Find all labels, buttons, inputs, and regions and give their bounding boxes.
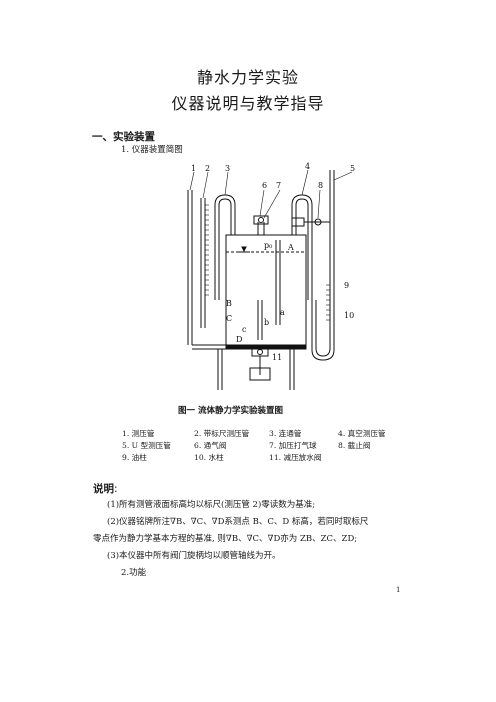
- label-B: B: [226, 299, 232, 308]
- apparatus-diagram: 1 2 3 4 5 6 7 8 9 10 11 A B C D a b c p₀: [187, 162, 355, 390]
- note-2-line-2: 零点作为静力学基本方程的基准, 则∇B、∇C、∇D亦为 ZB、ZC、ZD;: [93, 534, 358, 544]
- label-2: 2: [205, 164, 210, 173]
- label-9: 9: [344, 281, 349, 290]
- figure-caption: 图一 流体静力学实验装置图: [178, 406, 283, 416]
- legend-item-7: 7. 加压打气球: [269, 441, 317, 450]
- label-p0: p₀: [264, 241, 272, 250]
- label-6: 6: [262, 181, 267, 190]
- label-7: 7: [276, 181, 281, 190]
- label-c: c: [242, 325, 247, 334]
- legend-item-1: 1. 测压管: [122, 429, 155, 438]
- section-heading: 一、实验装置: [92, 131, 155, 143]
- legend-item-4: 4. 真空测压管: [338, 429, 386, 438]
- label-a: a: [280, 308, 285, 317]
- label-3: 3: [225, 164, 230, 173]
- legend-item-11: 11. 减压放水阀: [269, 453, 322, 462]
- label-C: C: [226, 314, 232, 323]
- notes-heading-text: 说明: [93, 483, 114, 495]
- label-b: b: [264, 318, 269, 327]
- label-5: 5: [350, 164, 355, 173]
- title-line-2: 仪器说明与教学指导: [171, 94, 325, 113]
- legend-item-3: 3. 连通管: [269, 429, 302, 438]
- legend-item-6: 6. 通气阀: [194, 441, 227, 450]
- notes-heading-colon: :: [114, 483, 118, 495]
- page-number: 1: [396, 586, 401, 594]
- title-line-1: 静水力学实验: [196, 68, 299, 87]
- note-2-line-1: (2)仪器铭牌所注∇B、∇C、∇D系测点 B、C、D 标高，若同时取标尺: [107, 517, 369, 527]
- label-1: 1: [191, 164, 196, 173]
- label-A: A: [287, 243, 294, 252]
- notes-heading: 说明:: [93, 481, 118, 496]
- legend-item-9: 9. 油柱: [122, 453, 147, 462]
- label-4: 4: [305, 162, 310, 171]
- legend-item-2: 2. 带标尺测压管: [194, 429, 250, 438]
- subsection-label: 1. 仪器装置简图: [121, 145, 183, 155]
- legend-item-8: 8. 截止阀: [338, 441, 371, 450]
- note-1: (1)所有测管液面标高均以标尺(测压管 2)零读数为基准;: [107, 500, 316, 510]
- function-heading: 2.功能: [121, 568, 147, 578]
- label-8: 8: [318, 181, 323, 190]
- label-11: 11: [272, 353, 282, 362]
- note-3: (3)本仪器中所有阀门旋柄均以顺管轴线为开。: [107, 551, 281, 561]
- label-10: 10: [344, 311, 354, 320]
- legend-item-5: 5. U 型测压管: [122, 441, 171, 450]
- label-D: D: [236, 335, 242, 344]
- legend-item-10: 10. 水柱: [194, 453, 224, 462]
